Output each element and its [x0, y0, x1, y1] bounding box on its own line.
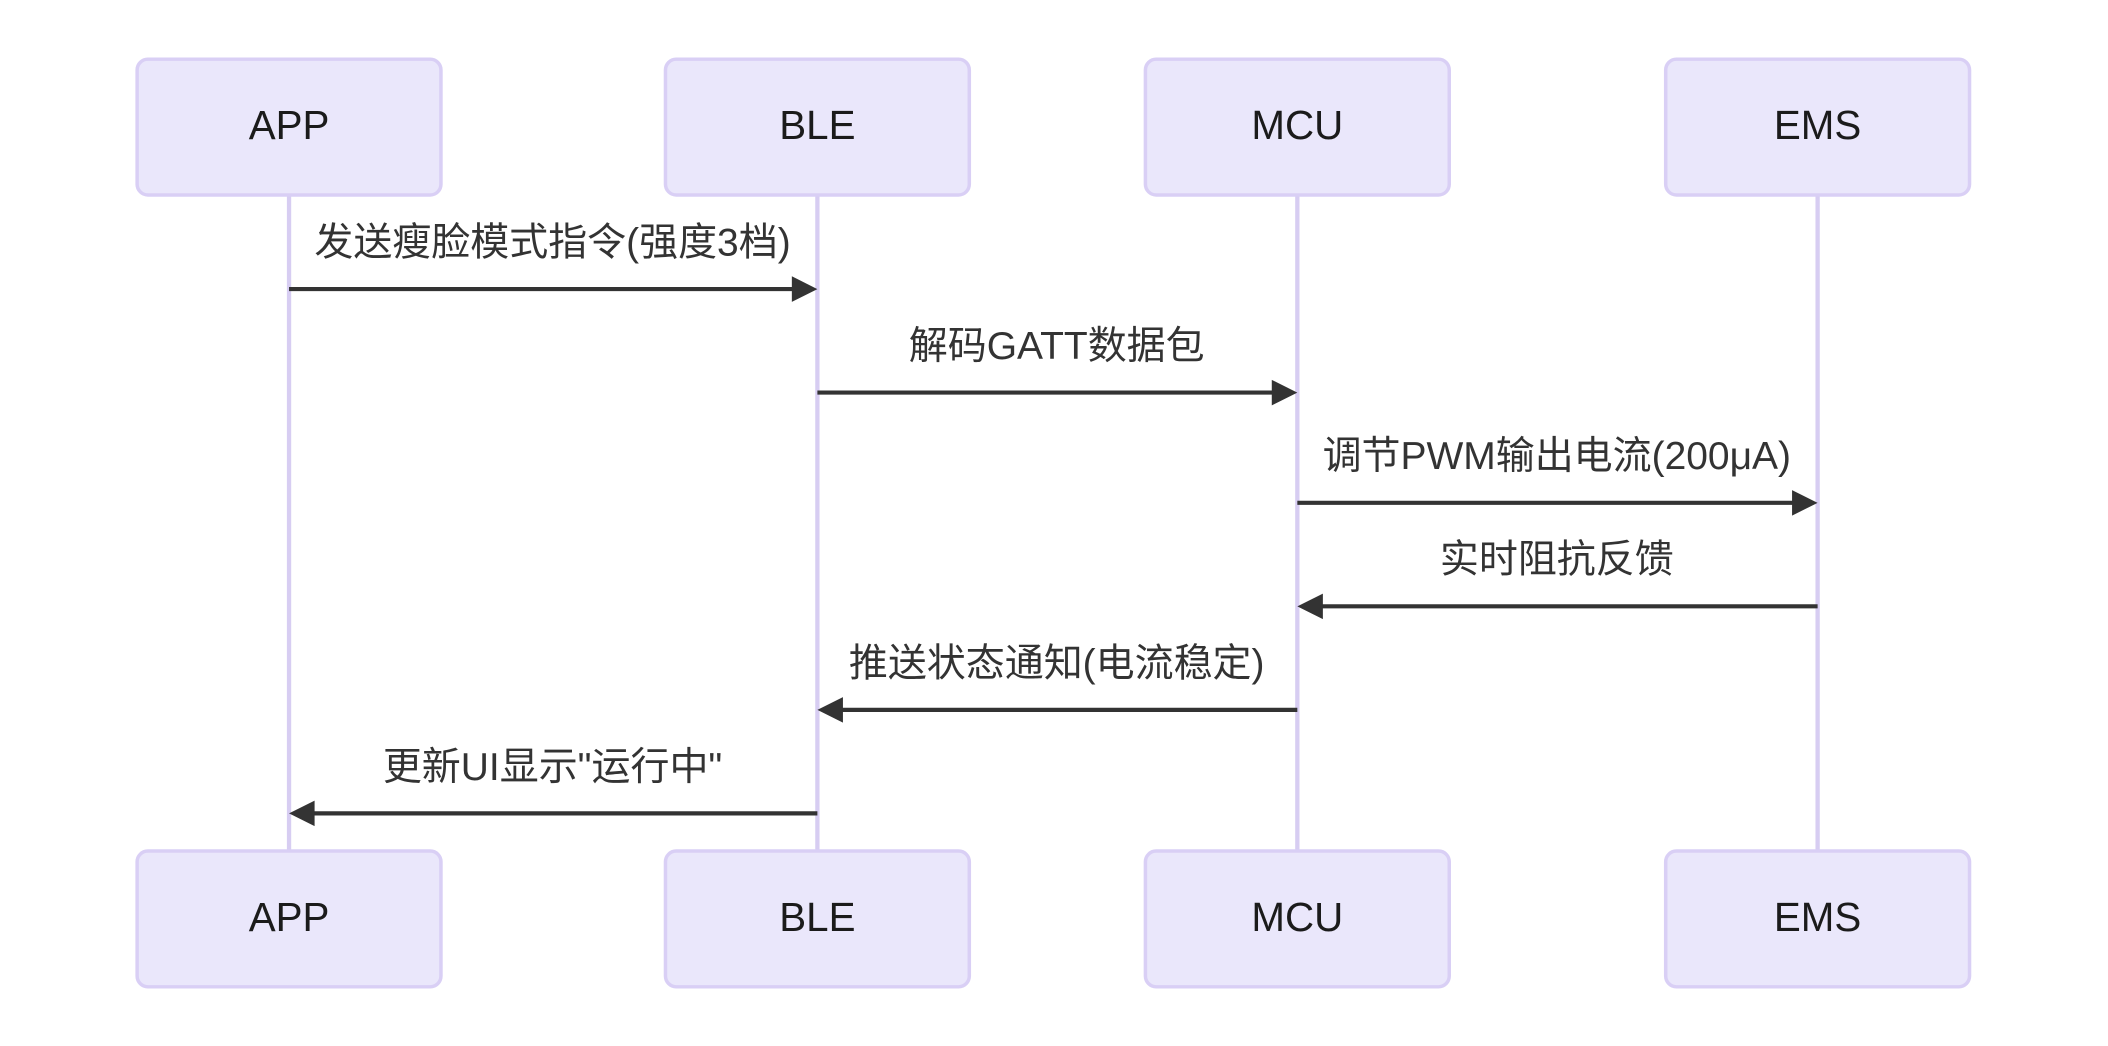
participant-label: MCU: [1251, 102, 1343, 148]
message-4[interactable]: 实时阻抗反馈: [1297, 539, 1818, 620]
participant-box: [1143, 57, 1451, 197]
participant-label: MCU: [1251, 894, 1343, 940]
message-1[interactable]: 发送瘦脸模式指令(强度3档): [289, 221, 818, 302]
message-arrowhead: [289, 800, 315, 827]
message-label: 解码GATT数据包: [909, 325, 1205, 368]
participant-label: BLE: [779, 102, 855, 148]
message-6[interactable]: 更新UI显示"运行中": [289, 746, 818, 827]
participant-box: [663, 849, 972, 989]
message-2[interactable]: 解码GATT数据包: [817, 325, 1298, 406]
message-label: 调节PWM输出电流(200μA): [1323, 435, 1791, 478]
participant-box: [135, 849, 443, 989]
participant-ems-bottom[interactable]: EMS: [1663, 849, 1972, 989]
participant-ems-top[interactable]: EMS: [1663, 57, 1972, 197]
participant-mcu-bottom[interactable]: MCU: [1143, 849, 1451, 989]
message-arrowhead: [1792, 490, 1818, 516]
participant-box: [1143, 849, 1451, 989]
actors-top-layer: APP BLE MCU EMS: [135, 57, 1972, 197]
message-arrowhead: [1271, 379, 1298, 406]
lifelines-layer: [286, 194, 1820, 852]
participant-app-top[interactable]: APP: [135, 57, 443, 197]
participant-ble-top[interactable]: BLE: [663, 57, 972, 197]
message-label: 推送状态通知(电流稳定): [849, 642, 1265, 685]
participant-label: APP: [249, 102, 330, 148]
participant-box: [135, 57, 443, 197]
message-arrowhead: [817, 697, 843, 723]
participant-box: [1663, 57, 1972, 197]
message-label: 发送瘦脸模式指令(强度3档): [314, 221, 790, 264]
message-label: 更新UI显示"运行中": [383, 746, 722, 789]
message-3[interactable]: 调节PWM输出电流(200μA): [1297, 435, 1818, 516]
participant-app-bottom[interactable]: APP: [135, 849, 443, 989]
participant-box: [1663, 849, 1972, 989]
actors-bottom-layer: APP BLE MCU EMS: [135, 849, 1972, 989]
message-label: 实时阻抗反馈: [1440, 539, 1674, 582]
message-arrowhead: [791, 276, 818, 302]
message-arrowhead: [1297, 593, 1323, 620]
participant-mcu-top[interactable]: MCU: [1143, 57, 1451, 197]
message-5[interactable]: 推送状态通知(电流稳定): [817, 642, 1298, 723]
participant-label: BLE: [779, 894, 855, 940]
participant-label: APP: [249, 894, 330, 940]
participant-box: [663, 57, 972, 197]
participant-label: EMS: [1774, 894, 1861, 940]
participant-label: EMS: [1774, 102, 1861, 148]
participant-ble-bottom[interactable]: BLE: [663, 849, 972, 989]
